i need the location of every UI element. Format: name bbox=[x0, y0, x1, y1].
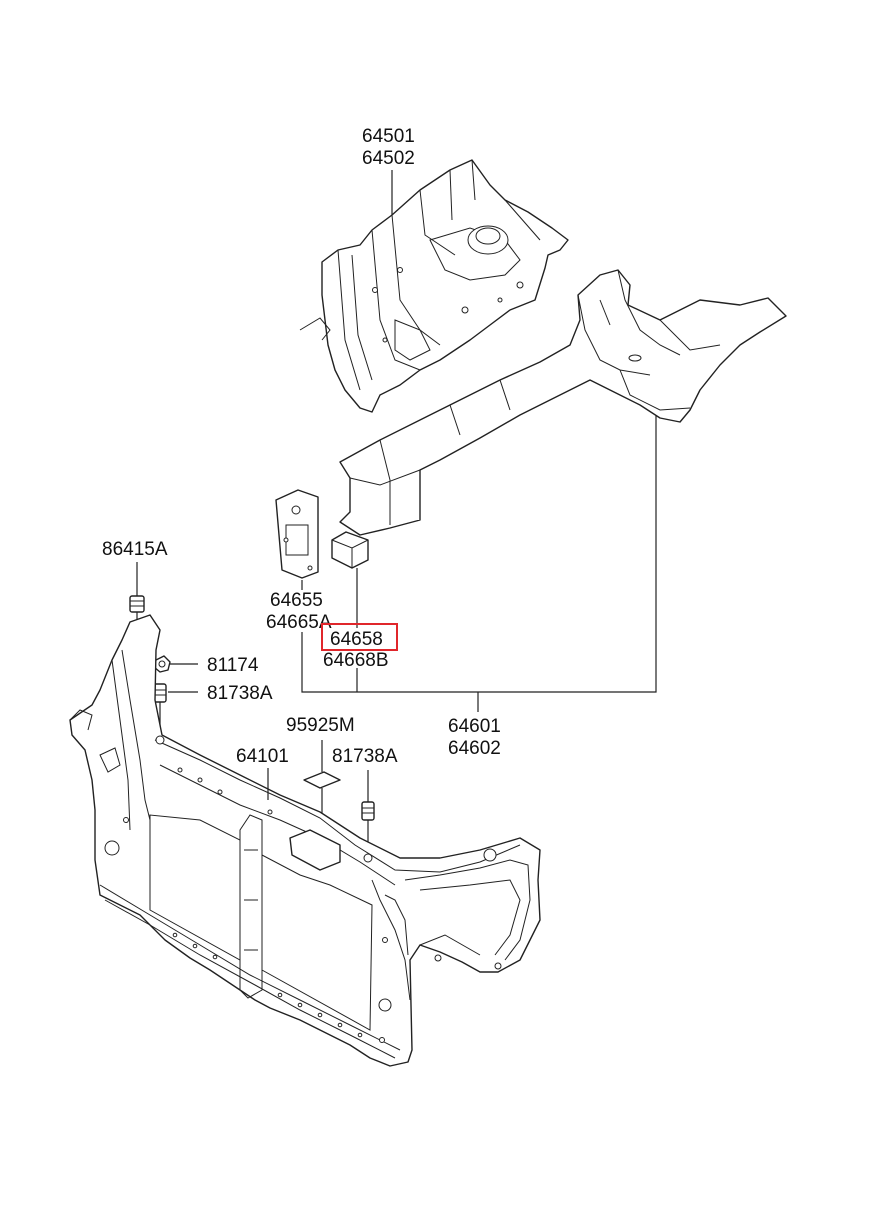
front-carrier-part[interactable] bbox=[69, 614, 541, 1067]
label-64665A[interactable]: 64665A bbox=[266, 612, 332, 633]
label-sticker-95925M[interactable] bbox=[303, 771, 341, 789]
label-64502[interactable]: 64502 bbox=[362, 148, 415, 169]
label-86415A[interactable]: 86415A bbox=[102, 539, 168, 560]
label-81738A-left[interactable]: 81738A bbox=[207, 683, 273, 704]
fender-apron-part[interactable] bbox=[299, 159, 569, 413]
label-64602[interactable]: 64602 bbox=[448, 738, 501, 759]
label-64101[interactable]: 64101 bbox=[236, 746, 289, 767]
label-64501[interactable]: 64501 bbox=[362, 126, 415, 147]
label-64601[interactable]: 64601 bbox=[448, 716, 501, 737]
label-64668B[interactable]: 64668B bbox=[323, 650, 389, 671]
label-81174[interactable]: 81174 bbox=[207, 655, 259, 676]
label-64655[interactable]: 64655 bbox=[270, 590, 323, 611]
highlight-box-64658 bbox=[321, 623, 398, 651]
bolt-86415A[interactable] bbox=[129, 595, 145, 613]
plate-part[interactable] bbox=[275, 489, 319, 579]
bolt-81738A-right[interactable] bbox=[361, 801, 375, 821]
label-81738A-right[interactable]: 81738A bbox=[332, 746, 398, 767]
label-95925M[interactable]: 95925M bbox=[286, 715, 355, 736]
side-member-part[interactable] bbox=[339, 269, 787, 536]
label-64658[interactable]: 64658 bbox=[330, 629, 383, 650]
bracket-part[interactable] bbox=[331, 531, 369, 569]
assembly-bracket-line bbox=[301, 415, 657, 693]
